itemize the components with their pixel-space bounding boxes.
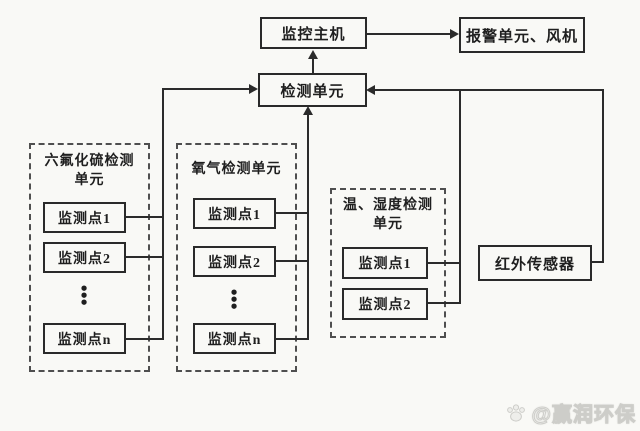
watermark: @赢润环保 [504,398,636,427]
connector-right-bus-to-detect [375,89,604,91]
dot: • [229,291,239,309]
sf6-point-n: 监测点n [43,323,126,354]
sf6-point-2: 监测点2 [43,242,126,273]
oxygen-point-n: 监测点n [193,323,276,354]
oxygen-point-2: 监测点2 [193,246,276,277]
group-temp-humidity-title-line1: 温、湿度检测 [343,198,433,213]
stub-oxygen-pointn [274,338,309,340]
right-bus-vertical-inner [459,89,461,304]
node-alarm-fan-unit: 报警单元、风机 [459,17,585,53]
connector-detect-to-host [312,57,314,74]
group-oxygen-detect-unit [176,143,297,372]
stub-sf6-pointn [124,338,164,340]
stub-sf6-point1 [124,216,164,218]
stub-oxygen-point2 [274,260,309,262]
stub-temp-humidity-point2 [426,302,461,304]
watermark-text: @赢润环保 [531,404,636,427]
left-bus-vertical [162,88,164,340]
node-monitor-host: 监控主机 [260,17,367,49]
group-temp-humidity-title-line2: 单元 [373,217,403,232]
arrowhead-right-into-detect-left [249,84,258,94]
stub-oxygen-point1 [274,212,309,214]
dot: • [229,298,239,316]
dot: • [79,280,89,298]
connector-left-bus-to-detect [163,88,250,90]
temp-humidity-point-2: 监测点2 [342,288,428,320]
dot: • [79,287,89,305]
dot: • [229,284,239,302]
arrowhead-left-into-detect-right [366,85,375,95]
middle-bus-vertical [307,113,309,340]
arrowhead-right-into-alarm [450,29,459,39]
arrowhead-up-into-monitor-host [308,50,318,59]
node-infrared-sensor: 红外传感器 [478,245,592,281]
connector-host-to-alarm [367,33,450,35]
group-oxygen-title: 氧气检测单元 [191,162,282,177]
stub-sf6-point2 [124,256,164,258]
temp-humidity-point-1: 监测点1 [342,247,428,279]
group-sf6-title-line2: 单元 [74,173,105,188]
arrowhead-up-into-detect-bottom [303,106,313,115]
stub-temp-humidity-point1 [426,262,461,264]
right-bus-vertical-outer [602,89,604,263]
group-sf6-title-line1: 六氟化硫检测 [44,154,135,169]
sf6-ellipsis: • • • [74,280,94,312]
paw-logo-icon [507,403,526,422]
dot: • [79,294,89,312]
sf6-point-1: 监测点1 [43,202,126,233]
node-detect-unit: 检测单元 [258,73,367,107]
oxygen-ellipsis: • • • [224,284,244,316]
oxygen-point-1: 监测点1 [193,198,276,229]
stub-infrared-sensor [590,261,604,263]
